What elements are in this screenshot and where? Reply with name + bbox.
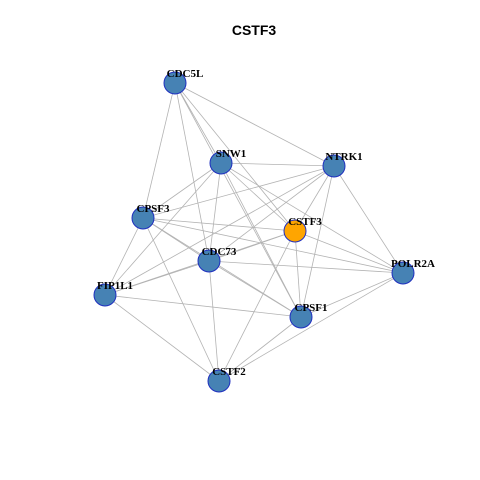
- node-cpsf3[interactable]: [131, 206, 155, 230]
- edge-polr2a-cpsf1: [300, 272, 404, 318]
- edge-cstf3-polr2a: [294, 230, 404, 274]
- node-label-cstf3: CSTF3: [288, 216, 322, 228]
- node-label-cpsf3: CPSF3: [137, 203, 171, 215]
- edge-cpsf3-cstf3: [142, 217, 296, 232]
- edge-cstf3-cpsf1: [294, 230, 302, 318]
- node-label-fip1l1: FIP1L1: [97, 280, 133, 292]
- node-cstf2[interactable]: [207, 369, 231, 393]
- edge-cpsf3-cstf2: [142, 217, 220, 382]
- edge-cpsf3-fip1l1: [104, 217, 144, 296]
- edge-ntrk1-cpsf3: [142, 165, 335, 219]
- edge-cdc73-cpsf1: [208, 260, 302, 318]
- edge-cdc5l-snw1: [174, 82, 222, 164]
- edge-ntrk1-cstf3: [294, 165, 335, 232]
- node-snw1[interactable]: [209, 151, 233, 175]
- node-layer: [93, 71, 415, 393]
- graph-title: CSTF3: [232, 22, 277, 38]
- edge-ntrk1-cdc73: [208, 165, 335, 262]
- edge-cpsf1-cstf2: [218, 316, 302, 382]
- node-cpsf1[interactable]: [289, 305, 313, 329]
- edge-cdc5l-cpsf1: [174, 82, 302, 318]
- edge-snw1-polr2a: [220, 162, 404, 274]
- node-cdc5l[interactable]: [163, 71, 187, 95]
- edge-ntrk1-fip1l1: [104, 165, 335, 296]
- node-label-polr2a: POLR2A: [391, 258, 435, 270]
- edge-cpsf3-polr2a: [142, 217, 404, 274]
- edge-ntrk1-polr2a: [333, 165, 404, 274]
- edge-snw1-cdc73: [208, 162, 222, 262]
- edge-layer: [104, 82, 404, 382]
- edge-ntrk1-cpsf1: [300, 165, 335, 318]
- edge-cdc73-polr2a: [208, 260, 404, 274]
- edge-fip1l1-cstf2: [104, 294, 220, 382]
- node-label-snw1: SNW1: [216, 148, 247, 160]
- edge-cdc73-cstf2: [208, 260, 220, 382]
- edge-snw1-ntrk1: [220, 162, 335, 167]
- node-label-cdc5l: CDC5L: [167, 68, 204, 80]
- edge-cdc5l-cdc73: [174, 82, 210, 262]
- edge-cdc5l-cpsf3: [142, 82, 176, 219]
- edge-snw1-cpsf3: [142, 162, 222, 219]
- node-label-cpsf1: CPSF1: [295, 302, 328, 314]
- node-label-ntrk1: NTRK1: [325, 151, 362, 163]
- node-polr2a[interactable]: [391, 261, 415, 285]
- node-fip1l1[interactable]: [93, 283, 117, 307]
- edge-fip1l1-cpsf1: [104, 294, 302, 318]
- node-label-cstf2: CSTF2: [212, 366, 246, 378]
- edge-polr2a-cstf2: [218, 272, 404, 382]
- node-cstf3[interactable]: [283, 219, 307, 243]
- edge-cdc5l-cstf3: [174, 82, 296, 232]
- edge-snw1-cstf3: [220, 162, 296, 232]
- edge-snw1-fip1l1: [104, 162, 222, 296]
- edge-cpsf3-cpsf1: [142, 217, 302, 318]
- node-label-cdc73: CDC73: [202, 246, 237, 258]
- node-ntrk1[interactable]: [322, 154, 346, 178]
- edge-cstf3-cstf2: [218, 230, 296, 382]
- node-cdc73[interactable]: [197, 249, 221, 273]
- edge-cdc73-fip1l1: [104, 260, 210, 296]
- edge-snw1-cpsf1: [220, 162, 302, 318]
- edge-cdc5l-ntrk1: [174, 82, 335, 167]
